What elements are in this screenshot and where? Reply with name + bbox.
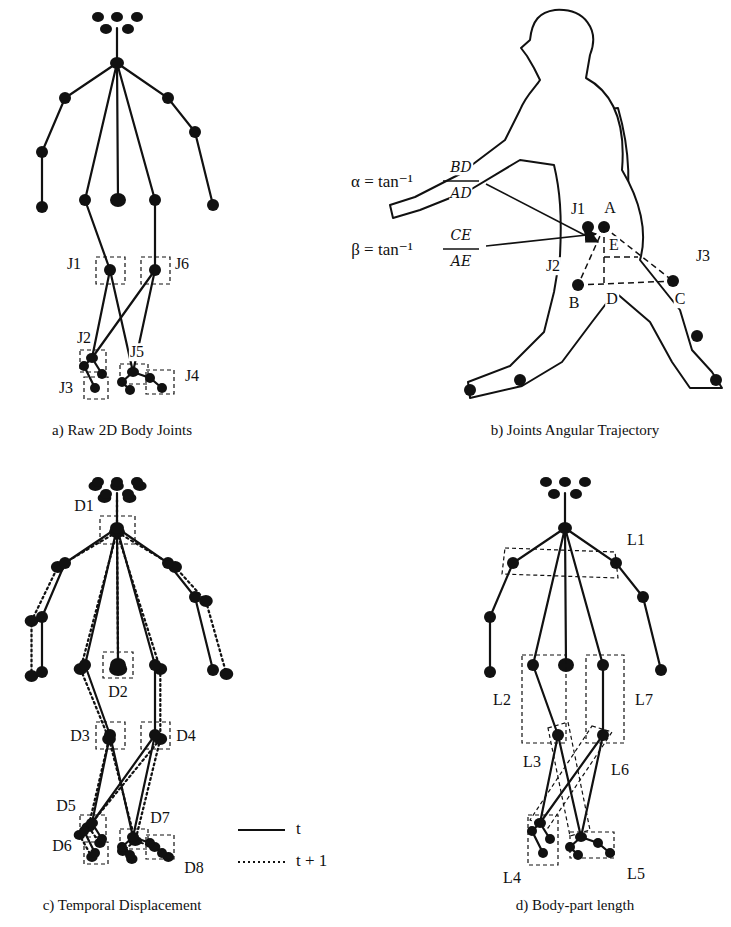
displacement-label: D5 — [55, 797, 77, 815]
fraction-term: AE — [450, 254, 472, 269]
point-label: E — [608, 236, 620, 254]
joint-boxes — [80, 257, 174, 399]
joint-label: J3 — [695, 247, 711, 265]
joint-label: J4 — [184, 367, 200, 385]
legend-text: t + 1 — [296, 851, 327, 871]
length-label: L1 — [626, 531, 646, 549]
pointer-arrows — [486, 184, 598, 246]
sub-caption: a) Raw 2D Body Joints — [51, 422, 193, 439]
length-label: L4 — [502, 869, 522, 887]
displacement-label: D3 — [69, 727, 91, 745]
length-boxes — [502, 548, 624, 865]
joint-label: J6 — [174, 255, 190, 273]
displacement-label: D8 — [183, 859, 205, 877]
point-label: B — [568, 294, 581, 312]
length-label: L2 — [492, 691, 512, 709]
sub-caption: b) Joints Angular Trajectory — [490, 422, 661, 439]
length-label: L3 — [522, 753, 542, 771]
displacement-label: D6 — [51, 837, 73, 855]
length-label: L6 — [610, 761, 630, 779]
displacement-label: D7 — [149, 809, 171, 827]
skeleton — [36, 477, 219, 860]
joint-label: J1 — [66, 255, 82, 273]
joint-label: J2 — [545, 257, 561, 275]
displacement-label: D4 — [175, 727, 197, 745]
fraction-term: BD — [449, 160, 473, 175]
displacement-boxes — [80, 516, 174, 864]
legend-text: t — [296, 819, 301, 839]
angle-formula: β = tan⁻¹ — [350, 241, 414, 260]
length-label: L5 — [626, 865, 646, 883]
joint-label: J2 — [76, 329, 92, 347]
length-label: L7 — [634, 691, 654, 709]
legend-samples — [238, 830, 285, 862]
joint-label: J3 — [58, 379, 74, 397]
point-label: A — [603, 199, 617, 217]
skeleton-next — [25, 481, 234, 864]
displacement-label: D2 — [107, 683, 129, 701]
joint-label: J5 — [129, 343, 145, 361]
fraction-term: CE — [450, 228, 473, 243]
sub-caption: d) Body-part length — [515, 897, 635, 914]
joint-label: J1 — [570, 200, 586, 218]
angle-formula: α = tan⁻¹ — [350, 173, 414, 192]
point-label: C — [674, 290, 687, 308]
walking-silhouette — [390, 10, 722, 398]
sub-caption: c) Temporal Displacement — [42, 897, 203, 914]
skeleton — [36, 12, 219, 395]
displacement-label: D1 — [73, 497, 95, 515]
fraction-bars — [443, 181, 479, 249]
angle-lines — [578, 227, 673, 285]
body-joints — [464, 221, 722, 396]
fraction-term: AD — [449, 186, 472, 201]
skeleton — [484, 477, 667, 860]
point-label: D — [605, 290, 619, 308]
